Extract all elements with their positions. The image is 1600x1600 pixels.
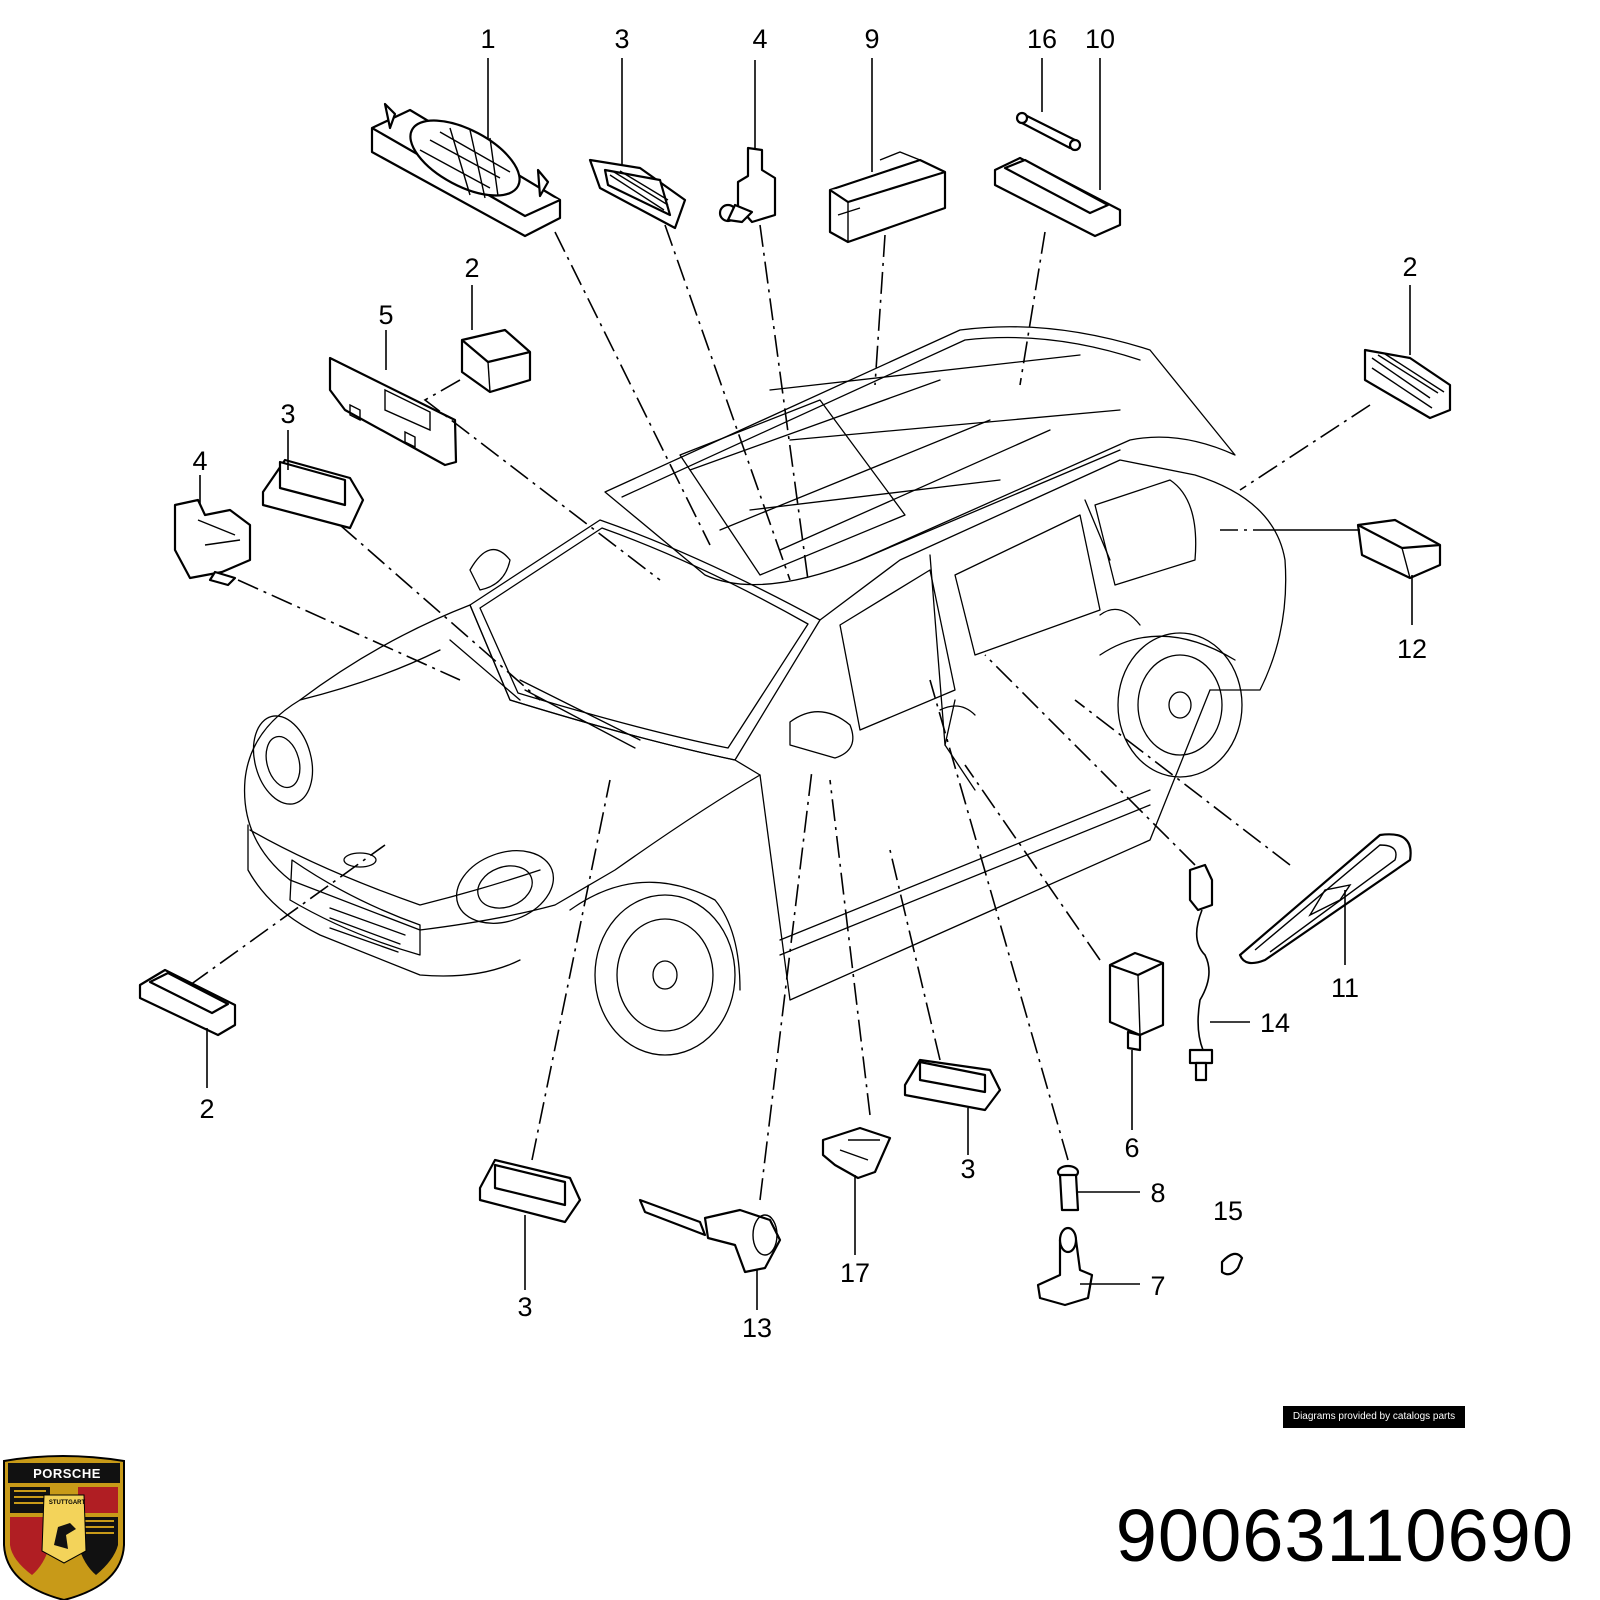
part-lamp-3a <box>261 458 365 530</box>
part-lamp-with-bulb <box>993 111 1122 238</box>
callout-label: 6 <box>1124 1133 1139 1163</box>
part-grab-handle-11 <box>1238 833 1412 965</box>
callout-label: 4 <box>752 24 767 54</box>
callout-label: 16 <box>1027 24 1057 54</box>
crest-subtext: STUTTGART <box>48 1500 86 1506</box>
car-outline <box>243 326 1287 1056</box>
part-socket-7 <box>1036 1226 1094 1307</box>
callout-label: 3 <box>517 1292 532 1322</box>
part-lamp-2c <box>138 968 237 1037</box>
part-sensor-top <box>718 60 777 224</box>
part-switch-14 <box>1188 863 1214 1082</box>
callout-label: 10 <box>1085 24 1115 54</box>
part-control-module <box>828 151 947 244</box>
callout-label: 1 <box>480 24 495 54</box>
part-bulb-holder-13 <box>638 1198 782 1274</box>
callout-label: 14 <box>1260 1008 1290 1038</box>
callout-label: 3 <box>280 399 295 429</box>
callout-labels: 1 3 4 9 16 10 2 5 2 3 4 2 12 2 3 13 17 3… <box>192 24 1427 1343</box>
part-connector-17 <box>821 1126 892 1180</box>
part-lamp-12 <box>1356 518 1442 580</box>
callout-label: 17 <box>840 1258 870 1288</box>
part-dome-light <box>370 102 562 238</box>
porsche-crest-logo <box>3 1455 125 1600</box>
callout-label: 4 <box>192 446 207 476</box>
callout-label: 8 <box>1150 1178 1165 1208</box>
callout-label: 3 <box>960 1154 975 1184</box>
part-lamp-2a <box>460 328 532 394</box>
credit-banner: Diagrams provided by catalogs parts <box>1283 1406 1465 1428</box>
part-footwell-lamp-top <box>588 158 687 230</box>
callout-label: 9 <box>864 24 879 54</box>
callout-label: 5 <box>378 300 393 330</box>
callout-label: 7 <box>1150 1271 1165 1301</box>
part-bracket <box>328 356 458 467</box>
part-grommet-8 <box>1056 1164 1080 1212</box>
part-sensor-left <box>173 498 252 587</box>
callout-label: 13 <box>742 1313 772 1343</box>
leader-lines <box>189 58 1413 1310</box>
part-bulb-15 <box>1220 1252 1244 1276</box>
callout-label: 12 <box>1397 634 1427 664</box>
part-number: 90063110690 <box>1115 1494 1574 1577</box>
callout-label: 11 <box>1331 973 1359 1003</box>
callout-label: 2 <box>199 1094 214 1124</box>
callout-label: 15 <box>1213 1196 1243 1226</box>
part-lamp-2b <box>1363 348 1452 420</box>
callout-label: 2 <box>464 253 479 283</box>
parts <box>138 60 1452 1307</box>
callout-label: 3 <box>614 24 629 54</box>
crest-text: PORSCHE <box>33 1466 101 1481</box>
part-lamp-3c <box>903 1058 1002 1112</box>
part-lamp-3b <box>478 1158 582 1224</box>
callout-label: 2 <box>1402 252 1417 282</box>
part-relay-6 <box>1108 951 1165 1052</box>
